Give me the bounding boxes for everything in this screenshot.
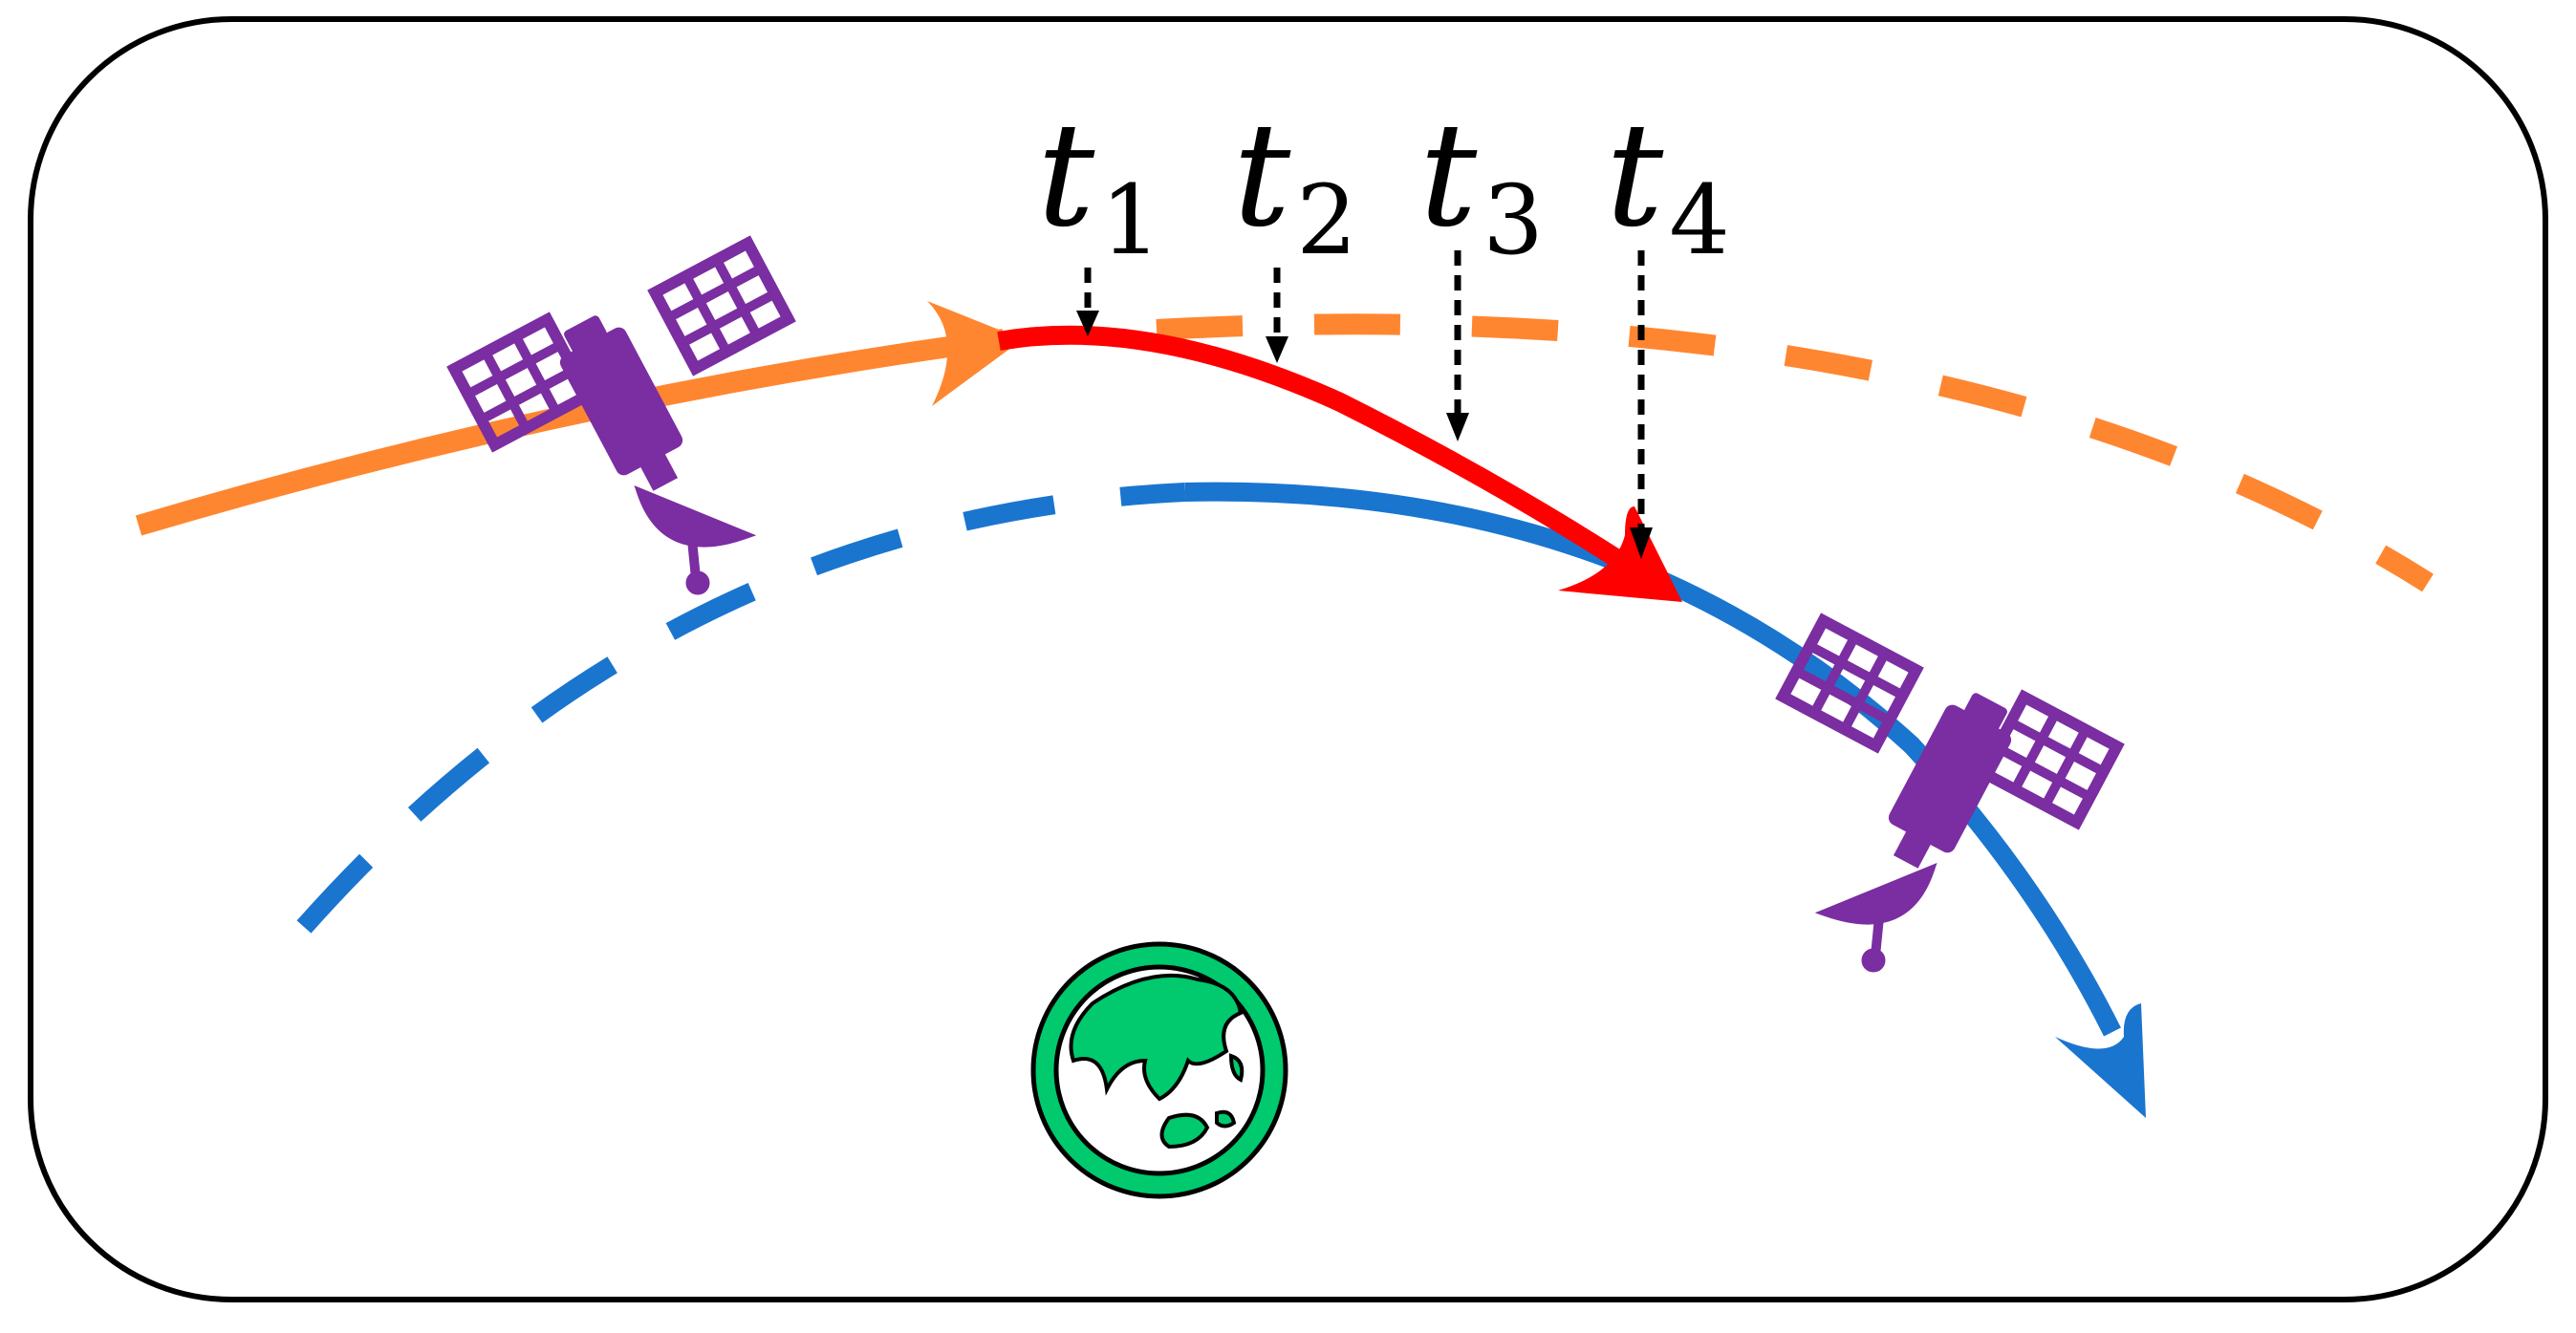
upper-orbit-arrowhead <box>927 301 1023 406</box>
lower-orbit-arrowhead <box>2055 1003 2146 1118</box>
transfer-trajectory-arrowhead <box>1558 506 1682 602</box>
time-marker-t3: t3 <box>1419 93 1544 441</box>
time-label-t2: t2 <box>1233 93 1357 276</box>
earth-globe-icon <box>1030 941 1288 1199</box>
time-marker-t2: t2 <box>1233 93 1357 363</box>
upper-orbit-dashed-path <box>1156 313 2434 592</box>
time-label-t3: t3 <box>1419 93 1544 276</box>
transfer-trajectory-path <box>997 325 1631 572</box>
satellite-icon <box>1783 620 2116 972</box>
time-label-t4: t4 <box>1606 93 1730 276</box>
satellite-icon <box>454 243 788 594</box>
upper-orbit-solid-path <box>135 329 1006 536</box>
time-marker-t1: t1 <box>1037 93 1161 336</box>
diagram-frame <box>28 16 2548 1302</box>
lower-orbit-dashed-path <box>296 483 1186 934</box>
time-label-t1: t1 <box>1037 93 1161 276</box>
time-marker-t4: t4 <box>1606 93 1730 559</box>
